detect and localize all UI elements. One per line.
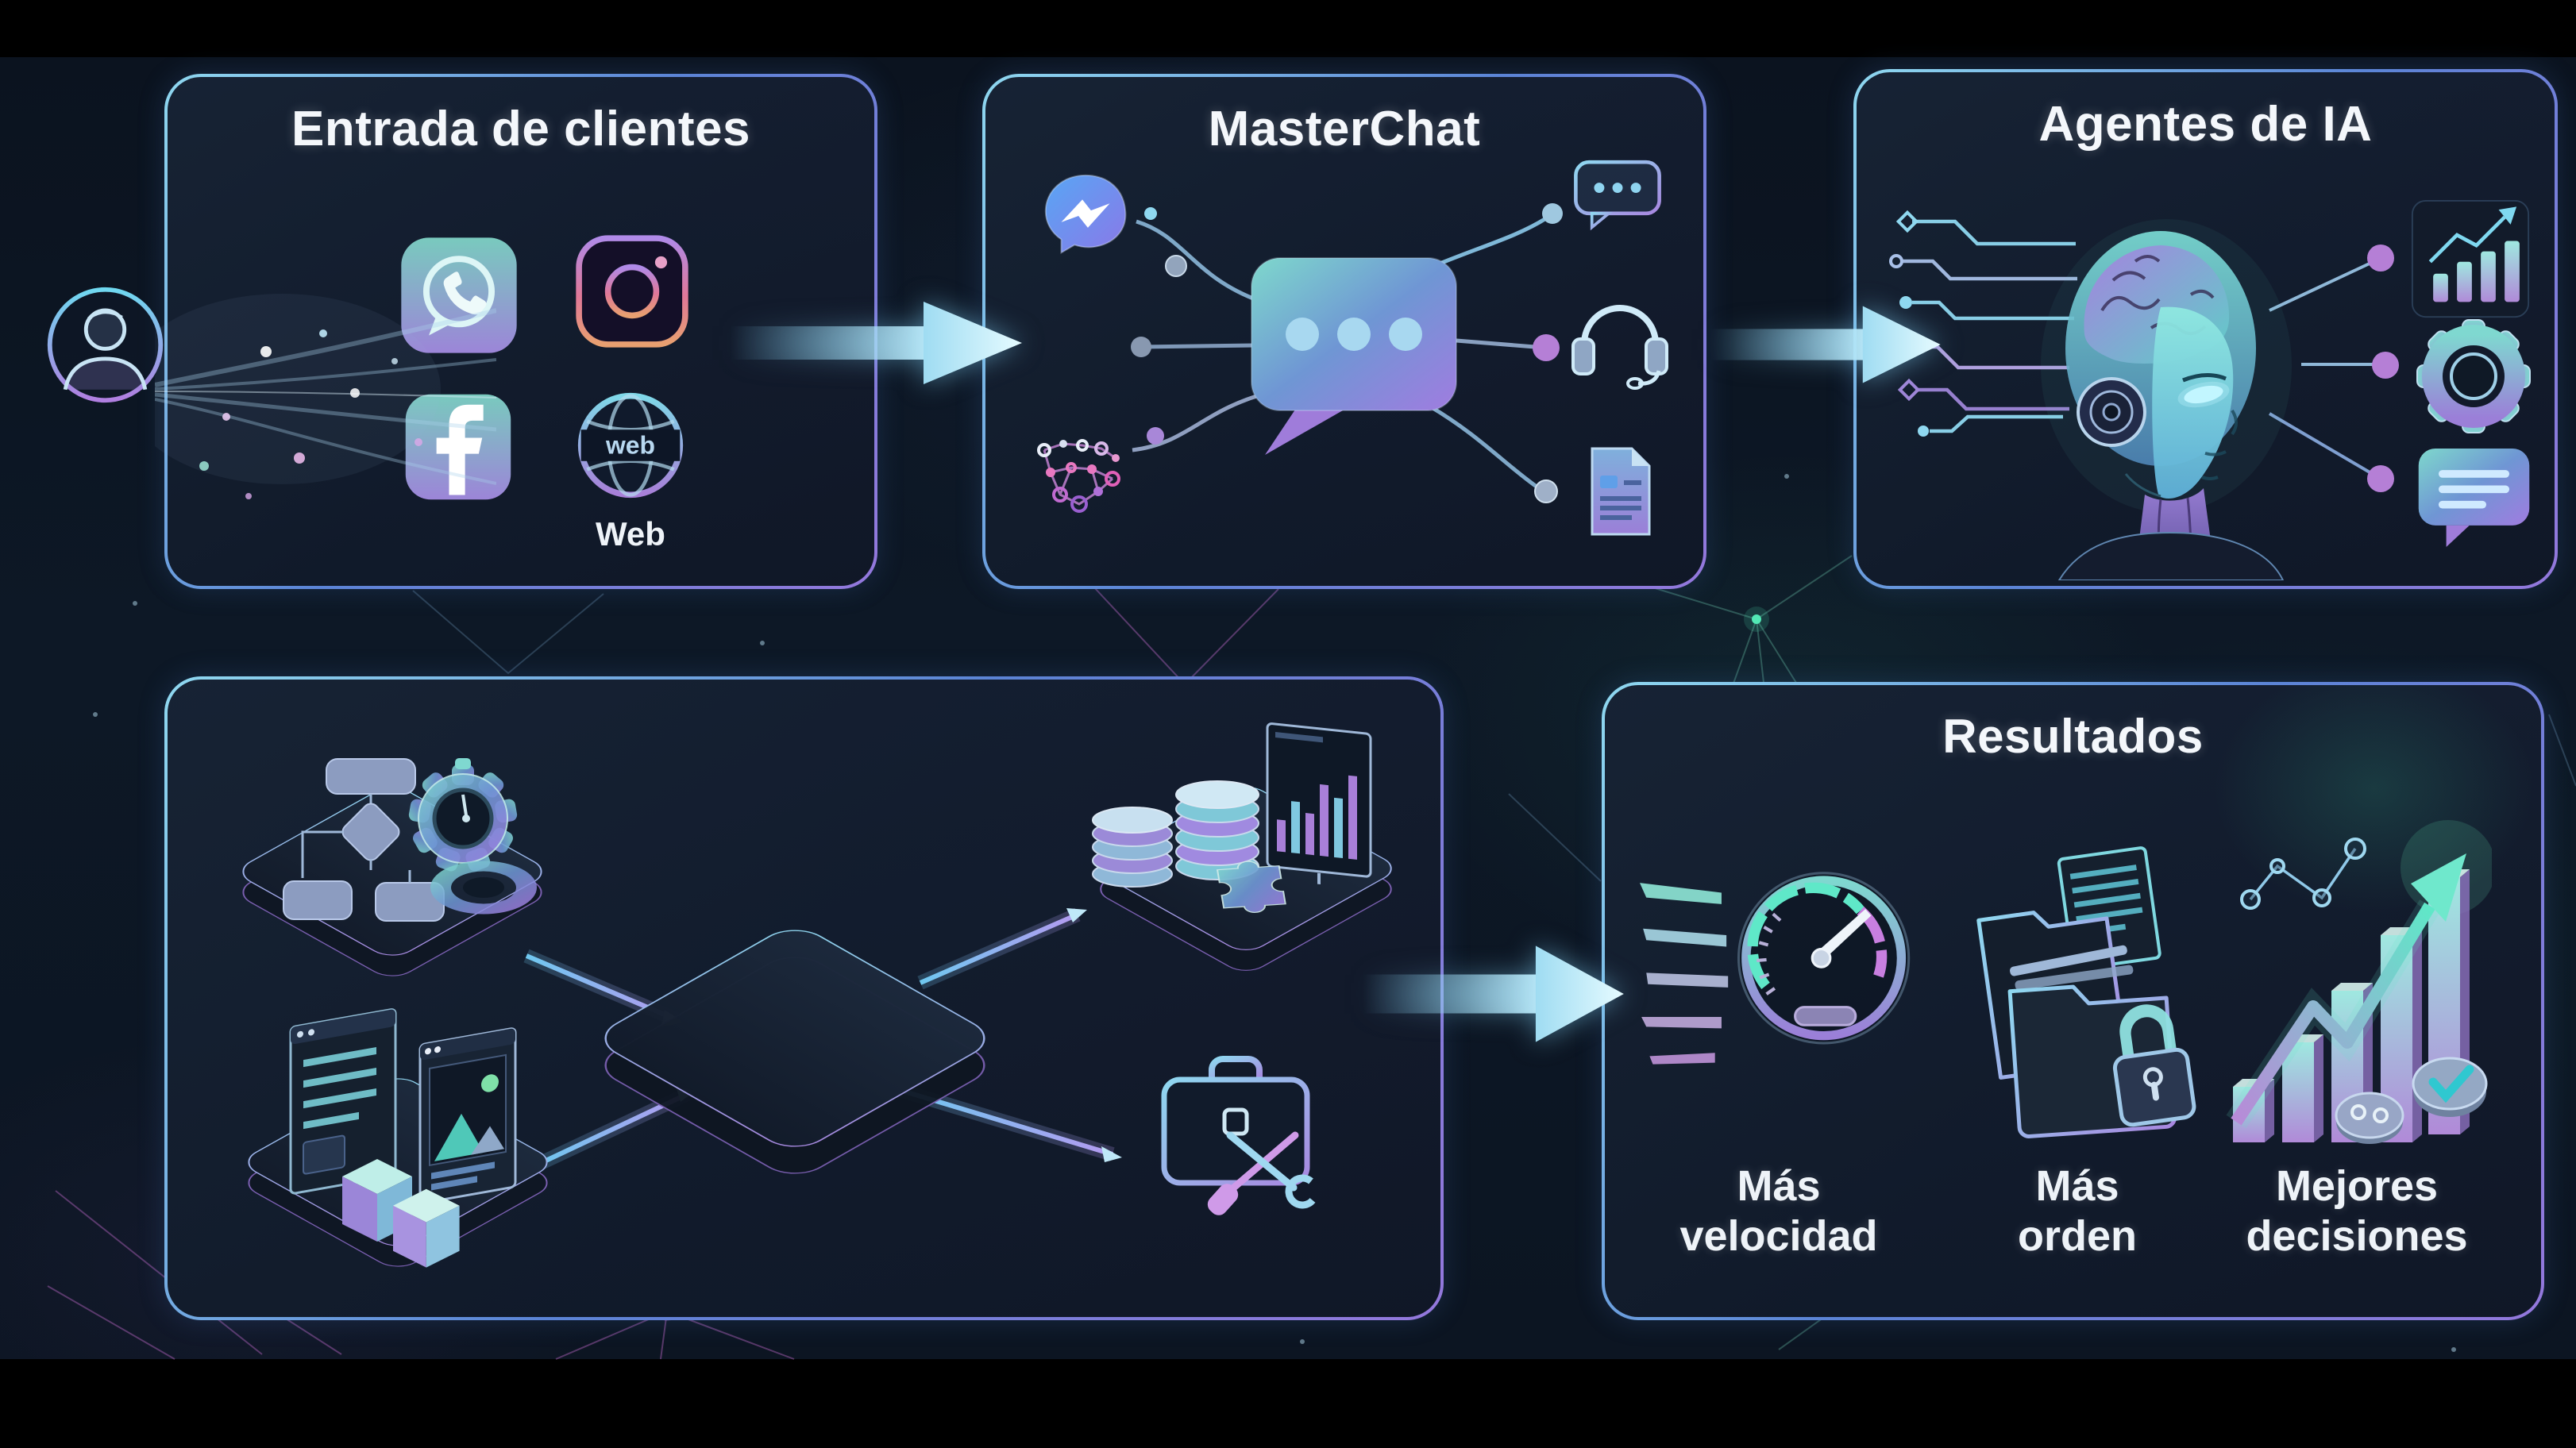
headset-icon [1567, 293, 1674, 392]
panel-automation [164, 676, 1444, 1320]
panel-agentes: Agentes de IA [1853, 69, 2558, 589]
panel-masterchat: MasterChat [982, 74, 1706, 589]
flow-arrow-masterchat-to-agentes [1710, 306, 1941, 383]
gear-icon [2414, 317, 2533, 436]
integrations-network-icon [1033, 436, 1132, 527]
masterchat-connectors [1131, 203, 1563, 503]
finance-platform [1092, 722, 1392, 971]
workflow-platform [242, 758, 542, 976]
svg-text:web: web [605, 431, 655, 460]
light-stream-icon [155, 294, 496, 499]
panel-agentes-title: Agentes de IA [2038, 97, 2373, 152]
panel-masterchat-title: MasterChat [1208, 102, 1481, 156]
messenger-icon [1035, 168, 1136, 269]
result-label-decisiones: Mejores decisiones [2246, 1162, 2468, 1260]
chart-screen-icon [1266, 722, 1372, 885]
hub-platform [604, 930, 985, 1174]
web-channel-label: Web [596, 515, 665, 553]
chat-dots-icon [1570, 153, 1665, 233]
coin-stack-icon [1092, 780, 1259, 888]
customer-avatar [44, 283, 167, 410]
instagram-icon [572, 231, 692, 352]
speedometer-icon [1640, 872, 1911, 1065]
result-label-velocidad: Más velocidad [1679, 1162, 1878, 1260]
result-item-orden [1938, 836, 2216, 1153]
automation-scene [242, 722, 1392, 1268]
panel-resultados-title: Resultados [1942, 710, 2204, 763]
briefcase-icon [1161, 1056, 1316, 1215]
browser-window-text [289, 1008, 397, 1195]
blocks-icon [342, 1159, 460, 1268]
analytics-bars-icon [2411, 199, 2530, 318]
facebook-icon [401, 390, 515, 504]
result-item-velocidad [1632, 855, 1926, 1069]
result-item-decisiones [2210, 804, 2504, 1150]
web-icon: web [570, 385, 691, 506]
panel-resultados: Resultados [1602, 682, 2544, 1320]
flow-arrow-automation-to-resultados [1362, 945, 1624, 1042]
panel-entrada-title: Entrada de clientes [291, 102, 751, 156]
agentes-connectors [2268, 245, 2399, 492]
document-icon [1581, 444, 1660, 539]
robot-head-icon [2035, 215, 2297, 580]
growth-chart-icon [2226, 820, 2492, 1144]
whatsapp-icon [396, 233, 522, 358]
masterchat-bubble-icon [1251, 257, 1457, 455]
circuit-traces-icon [1885, 206, 2131, 452]
green-glow [2152, 685, 2541, 963]
gear-timer-icon [407, 758, 537, 915]
flow-arrow-entrada-to-masterchat [730, 302, 1022, 384]
chat-lines-icon [2412, 442, 2536, 550]
puzzle-icon [1216, 861, 1286, 913]
folders-lock-icon [1976, 846, 2196, 1138]
panel-entrada: Entrada de clientes [164, 74, 877, 589]
flowchart-icon [283, 758, 445, 922]
browser-window-image [418, 1027, 517, 1204]
result-label-orden: Más orden [2017, 1162, 2137, 1260]
stream-particles [199, 329, 422, 499]
content-platform [248, 1008, 548, 1268]
tools-icon [1207, 1131, 1316, 1215]
